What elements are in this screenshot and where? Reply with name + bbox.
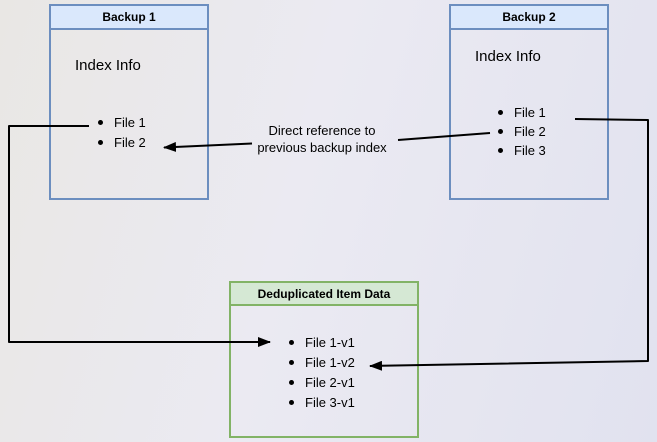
- file-label: File 3-v1: [305, 394, 355, 410]
- bullet-icon: [498, 129, 503, 134]
- edge-label: Direct reference to previous backup inde…: [237, 122, 407, 156]
- backup-1-title: Backup 1: [102, 10, 156, 24]
- bullet-icon: [289, 339, 294, 345]
- dedup-header: Deduplicated Item Data: [231, 283, 417, 306]
- file-label: File 1-v1: [305, 334, 355, 350]
- list-item: File 1: [98, 112, 146, 132]
- bullet-icon: [498, 148, 503, 153]
- backup-1-file-list: File 1 File 2: [98, 112, 146, 152]
- file-label: File 1: [514, 105, 546, 120]
- list-item: File 2: [498, 122, 546, 141]
- list-item: File 1-v2: [289, 352, 355, 372]
- dedup-title: Deduplicated Item Data: [257, 286, 391, 301]
- file-label: File 2-v1: [305, 374, 355, 390]
- list-item: File 2-v1: [289, 372, 355, 392]
- bullet-icon: [289, 359, 294, 365]
- edge-label-line2: previous backup index: [257, 140, 387, 155]
- file-label: File 3: [514, 143, 546, 158]
- backup-2-subtitle: Index Info: [475, 48, 541, 65]
- node-backup-1: Backup 1 Index Info File 1 File 2: [49, 4, 209, 200]
- file-label: File 2: [514, 124, 546, 139]
- file-label: File 1: [114, 114, 146, 130]
- backup-2-title: Backup 2: [502, 10, 556, 24]
- backup-2-file-list: File 1 File 2 File 3: [498, 103, 546, 160]
- edge-label-line1: Direct reference to: [268, 123, 376, 138]
- bullet-icon: [98, 139, 103, 145]
- bullet-icon: [289, 379, 294, 385]
- bullet-icon: [289, 399, 294, 405]
- bullet-icon: [498, 110, 503, 115]
- backup-2-header: Backup 2: [451, 6, 607, 30]
- node-backup-2: Backup 2 Index Info File 1 File 2 File 3: [449, 4, 609, 200]
- file-label: File 1-v2: [305, 354, 355, 370]
- list-item: File 2: [98, 132, 146, 152]
- list-item: File 3: [498, 141, 546, 160]
- backup-1-header: Backup 1: [51, 6, 207, 30]
- file-label: File 2: [114, 134, 146, 150]
- backup-1-subtitle: Index Info: [75, 57, 141, 74]
- list-item: File 1: [498, 103, 546, 122]
- list-item: File 1-v1: [289, 332, 355, 352]
- bullet-icon: [98, 119, 103, 125]
- list-item: File 3-v1: [289, 392, 355, 412]
